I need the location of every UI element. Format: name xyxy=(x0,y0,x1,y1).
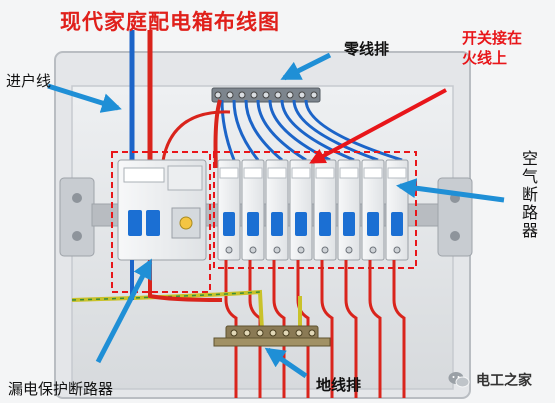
arrow-neutral-bar xyxy=(280,52,332,81)
arrow-incoming-line xyxy=(47,83,122,113)
left-bracket xyxy=(59,177,95,257)
leakage-breaker-lever-1 xyxy=(128,210,142,236)
neutral-branch-wire xyxy=(292,99,379,162)
neutral-bar-screw xyxy=(250,91,258,99)
air-breaker-terminal xyxy=(321,246,329,254)
arrow-switch-note xyxy=(309,88,447,164)
brand-name: 电工之家 xyxy=(476,373,532,389)
label-ground-bar: 地线排 xyxy=(316,376,362,394)
air-breaker-terminal xyxy=(273,246,281,254)
ground-bar-screw xyxy=(308,329,316,337)
wechat-icon xyxy=(448,372,470,388)
label-air-breaker: 空气断路器 xyxy=(519,150,538,240)
label-incoming-line: 进户线 xyxy=(6,72,52,90)
neutral-bar-screw xyxy=(286,91,294,99)
ground-bar-screw xyxy=(282,329,290,337)
arrow-leakage-breaker xyxy=(95,258,153,364)
label-leakage-breaker: 漏电保护断路器 xyxy=(8,380,114,398)
outgoing-live-wire xyxy=(392,260,406,398)
air-breaker-plate xyxy=(291,167,311,179)
neutral-bar-screw xyxy=(226,91,234,99)
ground-bar-screw xyxy=(230,329,238,337)
air-breaker-terminal xyxy=(225,246,233,254)
air-breaker-terminal xyxy=(345,246,353,254)
leakage-breaker-lever-2 xyxy=(146,210,160,236)
outgoing-live-wire xyxy=(224,260,238,398)
air-breaker-terminal xyxy=(249,246,257,254)
air-breaker-terminal xyxy=(369,246,377,254)
neutral-bar-screw xyxy=(274,91,282,99)
ground-bar-screw xyxy=(243,329,251,337)
arrow-air-breaker xyxy=(396,178,505,203)
neutral-branch-wire xyxy=(280,99,355,162)
air-breaker-plate xyxy=(219,167,239,179)
neutral-bar-screw xyxy=(298,91,306,99)
air-breaker-lever xyxy=(343,212,355,236)
air-breaker-plate xyxy=(267,167,287,179)
neutral-branch-wire xyxy=(232,99,260,161)
air-breaker-lever xyxy=(247,212,259,236)
air-breaker-plate xyxy=(387,167,407,179)
neutral-branch-wire xyxy=(244,99,283,162)
label-switch-note: 开关接在火线上 xyxy=(462,29,523,67)
air-breaker-lever xyxy=(391,212,403,236)
neutral-bar-screw xyxy=(214,91,222,99)
air-breaker-lever xyxy=(223,212,235,236)
outgoing-live-wire xyxy=(344,260,358,398)
air-breaker-lever xyxy=(295,212,307,236)
leakage-breaker-highlight xyxy=(111,151,211,293)
ground-bar-screw xyxy=(256,329,264,337)
neutral-branch-wire xyxy=(304,99,403,162)
neutral-bar-screw xyxy=(238,91,246,99)
air-breaker-plate xyxy=(363,167,383,179)
air-breaker-lever xyxy=(319,212,331,236)
air-breaker-plate xyxy=(315,167,335,179)
air-breaker-lever xyxy=(367,212,379,236)
live-main-loop xyxy=(160,110,231,169)
air-breaker-plate xyxy=(243,167,263,179)
neutral-bar-screw xyxy=(262,91,270,99)
brand-watermark: 电工之家 xyxy=(448,370,532,390)
ground-bar-screw xyxy=(269,329,277,337)
air-breaker-lever xyxy=(271,212,283,236)
live-busbar-wire xyxy=(213,99,222,169)
neutral-bar-screw xyxy=(310,91,318,99)
air-breaker-terminal xyxy=(393,246,401,254)
outgoing-live-wire xyxy=(320,260,334,398)
neutral-branch-wire xyxy=(220,99,236,161)
outgoing-live-wire xyxy=(368,260,382,398)
air-breaker-plate xyxy=(339,167,359,179)
ground-bar-screw xyxy=(295,329,303,337)
label-neutral-bar: 零线排 xyxy=(344,40,390,58)
arrow-ground-bar xyxy=(264,347,308,379)
air-breaker-terminal xyxy=(297,246,305,254)
neutral-branch-wire xyxy=(256,99,307,162)
diagram-title: 现代家庭配电箱布线图 xyxy=(60,10,280,34)
outgoing-live-wire xyxy=(272,260,286,398)
